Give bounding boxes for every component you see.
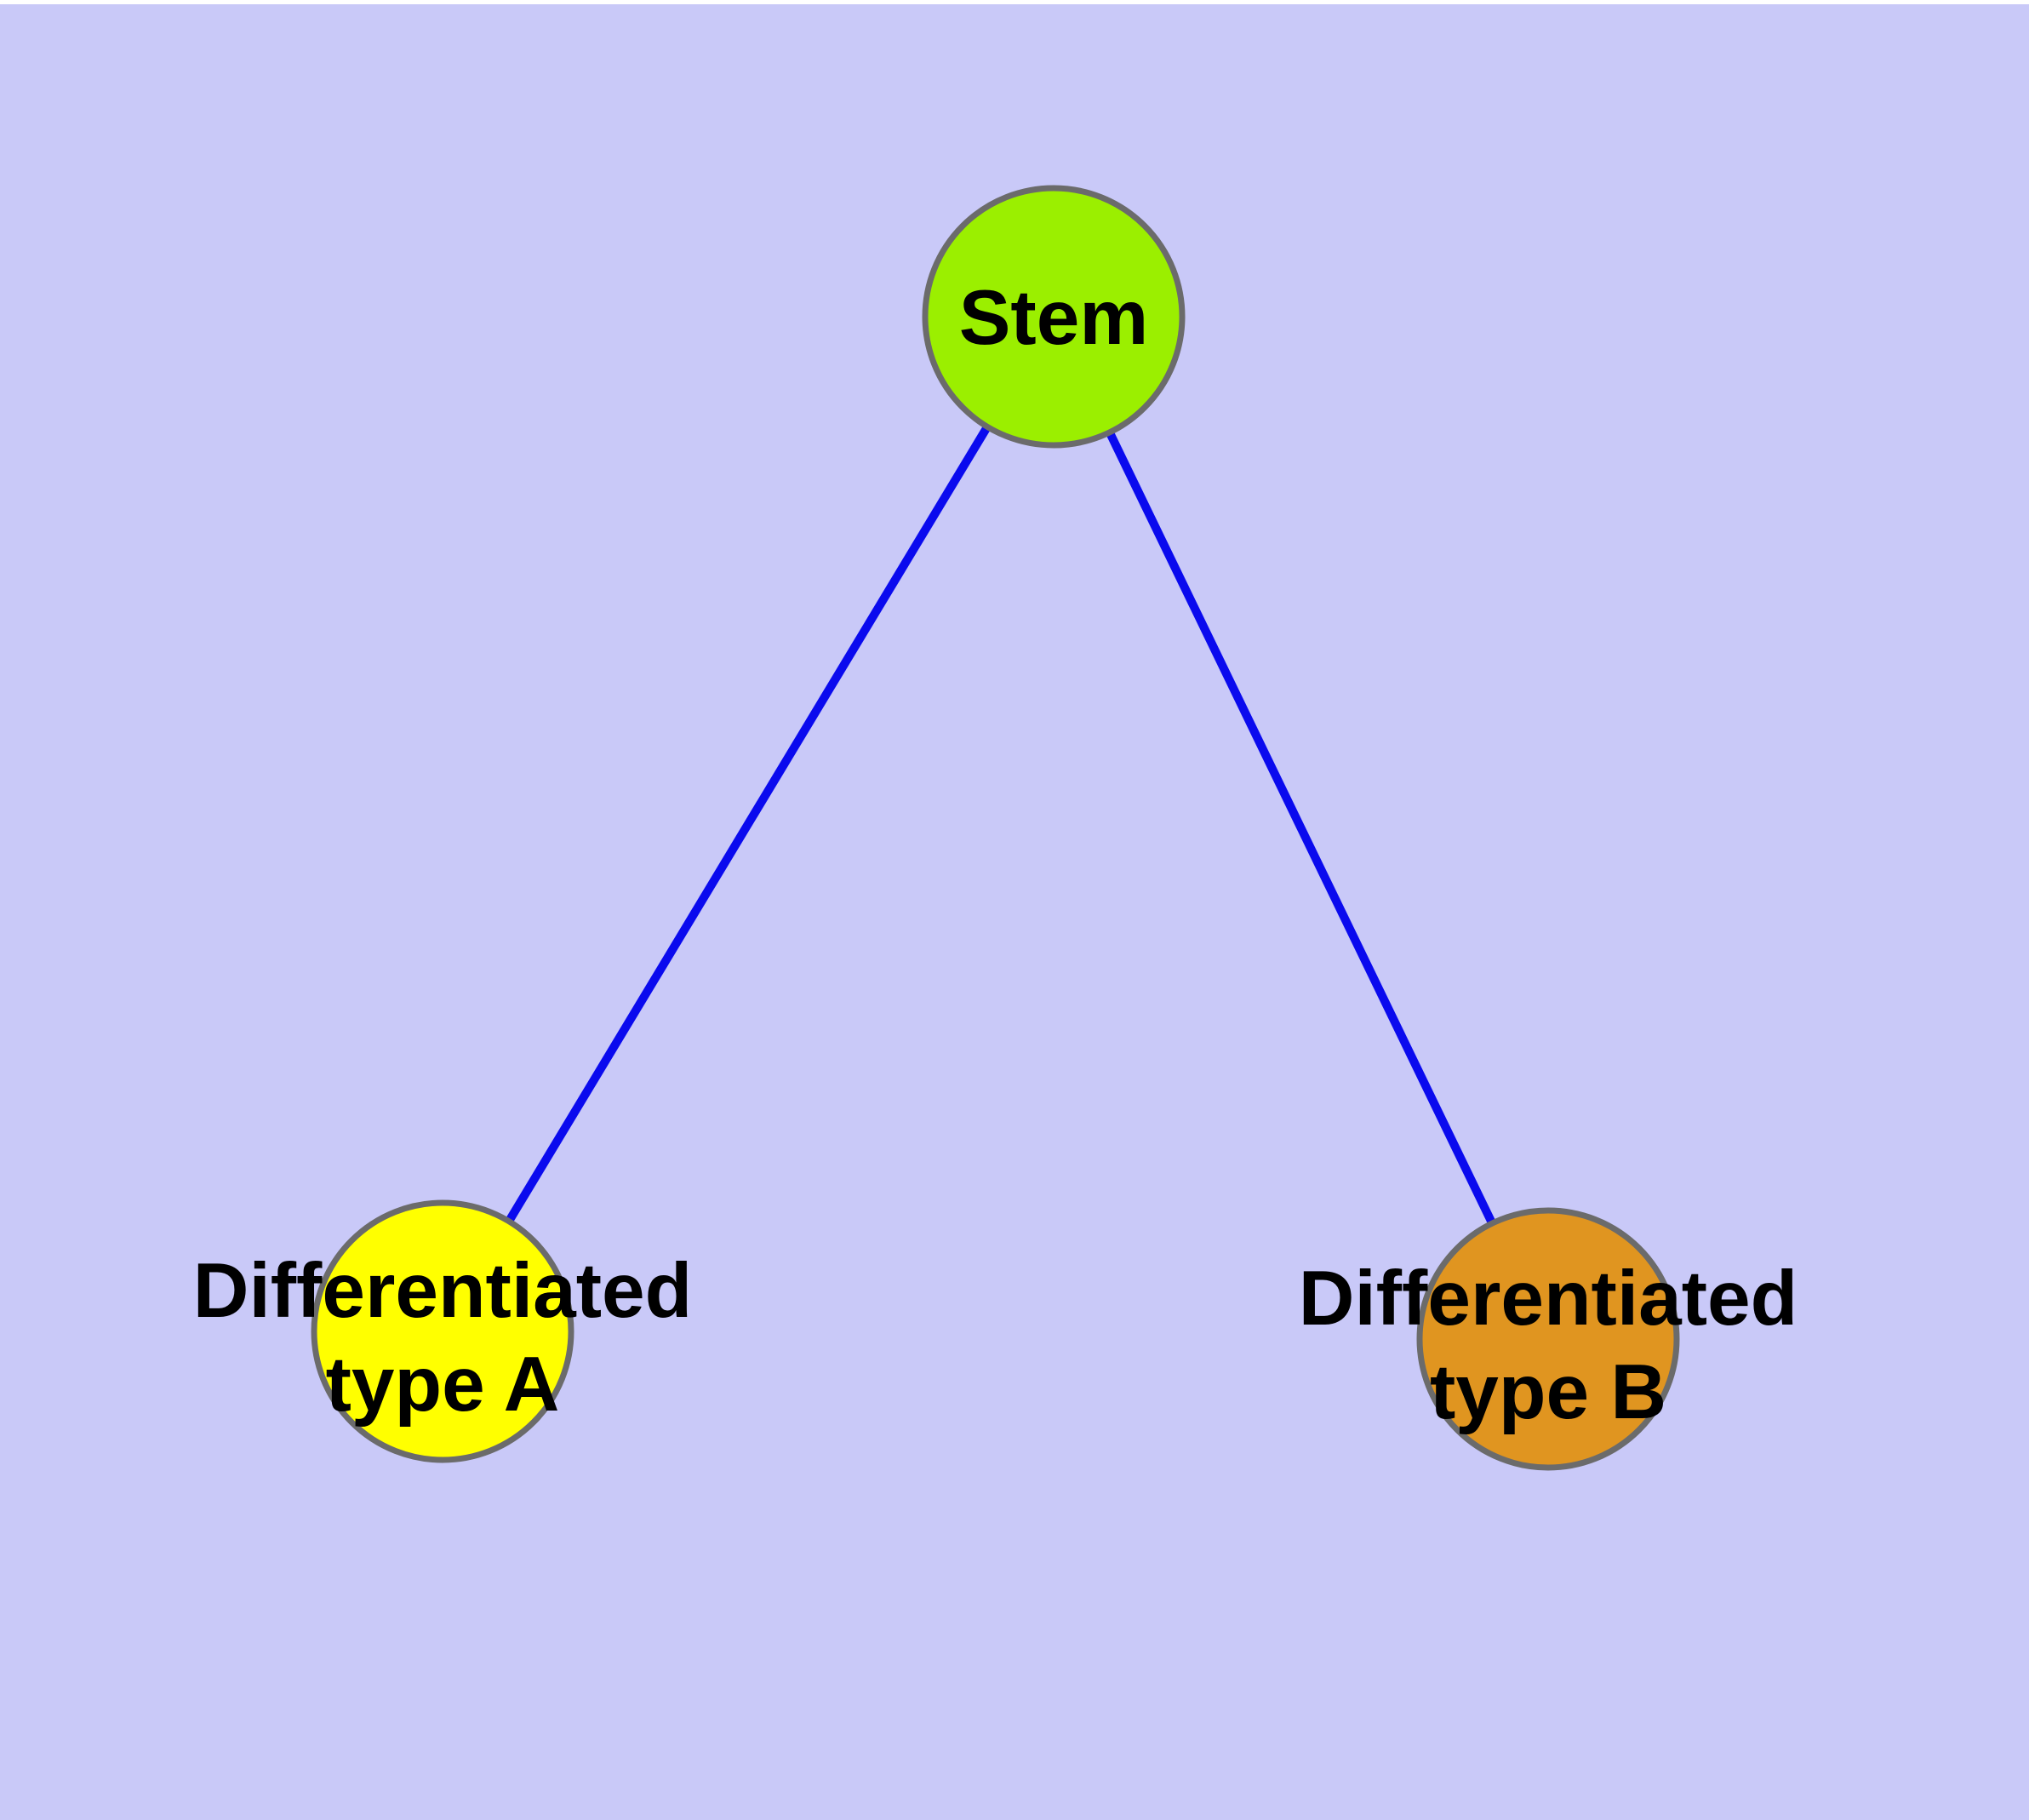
edge-stem-to-differentiated-type-a[interactable] — [438, 314, 1058, 1334]
node-differentiated-type-a[interactable]: Differentiated type A — [193, 1199, 693, 1463]
node-stem-label: Stem — [959, 275, 1149, 361]
node-differentiated-type-a-circle[interactable] — [311, 1199, 574, 1463]
node-differentiated-type-b[interactable]: Differentiated type B — [1299, 1207, 1798, 1471]
node-differentiated-type-b-label-line1: Differentiated — [1299, 1256, 1798, 1342]
edge-stem-to-differentiated-type-b[interactable] — [1049, 314, 1552, 1342]
node-differentiated-type-a-label-line2: type A — [326, 1342, 560, 1428]
node-differentiated-type-a-label-line1: Differentiated — [193, 1248, 693, 1334]
node-stem[interactable]: Stem — [922, 185, 1186, 449]
top-margin — [0, 0, 2029, 4]
node-differentiated-type-b-label-line2: type B — [1430, 1349, 1666, 1435]
node-stem-circle[interactable] — [922, 185, 1186, 449]
node-differentiated-type-b-circle[interactable] — [1416, 1207, 1680, 1471]
